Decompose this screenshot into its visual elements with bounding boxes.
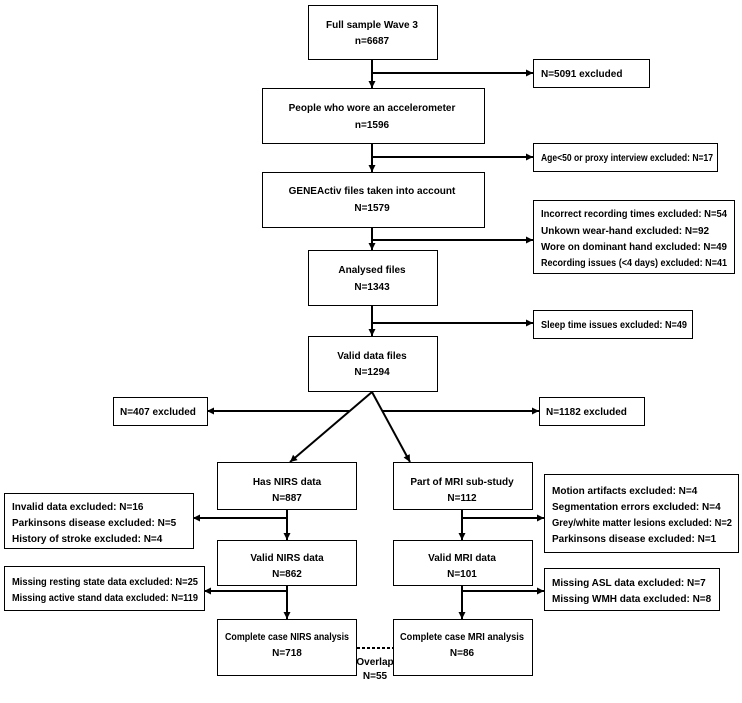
exclusion-files-line: Unkown wear-hand excluded: N=92 [541,226,710,237]
exclusion-mri-validity-line: Parkinsons disease excluded: N=1 [552,534,717,545]
exclusion-wave3-line: N=5091 excluded [541,69,622,80]
node-mri-substudy: Part of MRI sub-study N=112 [393,462,533,510]
node-complete-mri-count: N=86 [450,648,475,659]
node-analysed-files-count: N=1343 [354,282,390,293]
exclusion-files: Incorrect recording times excluded: N=54… [533,200,735,274]
exclusion-nirs-missing-line: Missing active stand data excluded: N=11… [12,593,198,604]
node-mri-substudy-count: N=112 [447,493,477,504]
node-complete-mri: Complete case MRI analysis N=86 [393,619,533,676]
exclusion-nirs-missing-line: Missing resting state data excluded: N=2… [12,577,198,588]
exclusion-split-left: N=407 excluded [113,397,208,426]
node-valid-mri-title: Valid MRI data [428,553,496,564]
exclusion-files-line: Incorrect recording times excluded: N=54 [541,209,727,220]
node-valid-data-files-title: Valid data files [337,351,407,362]
arrow-valid-to-mri [371,391,411,463]
exclusion-split-right-line: N=1182 excluded [546,407,627,418]
node-valid-data-files-count: N=1294 [354,367,390,378]
node-full-sample: Full sample Wave 3 n=6687 [308,5,438,60]
node-valid-data-files: Valid data files N=1294 [308,336,438,392]
exclusion-nirs-validity-line: Invalid data excluded: N=16 [12,502,144,513]
node-geneactiv-count: N=1579 [354,203,390,214]
node-mri-substudy-title: Part of MRI sub-study [410,477,514,488]
exclusion-mri-missing-line: Missing ASL data excluded: N=7 [552,578,706,589]
exclusion-mri-missing-line: Missing WMH data excluded: N=8 [552,594,712,605]
node-valid-nirs-title: Valid NIRS data [250,553,324,564]
exclusion-age-proxy: Age<50 or proxy interview excluded: N=17 [533,143,718,172]
node-geneactiv-title: GENEActiv files taken into account [289,186,456,197]
overlap-count: N=55 [363,671,388,682]
exclusion-nirs-validity: Invalid data excluded: N=16 Parkinsons d… [4,493,194,549]
node-analysed-files: Analysed files N=1343 [308,250,438,306]
exclusion-sleep: Sleep time issues excluded: N=49 [533,310,693,339]
node-has-nirs-count: N=887 [272,493,302,504]
node-analysed-files-title: Analysed files [338,265,406,276]
node-complete-nirs-count: N=718 [272,648,302,659]
node-valid-mri-count: N=101 [447,569,477,580]
node-complete-nirs: Complete case NIRS analysis N=718 [217,619,357,676]
node-has-nirs-title: Has NIRS data [253,477,322,488]
exclusion-mri-validity-line: Segmentation errors excluded: N=4 [552,502,721,513]
exclusion-mri-validity: Motion artifacts excluded: N=4 Segmentat… [544,474,739,553]
exclusion-nirs-missing: Missing resting state data excluded: N=2… [4,566,205,611]
exclusion-wave3: N=5091 excluded [533,59,650,88]
exclusion-nirs-validity-line: History of stroke excluded: N=4 [12,534,163,545]
node-valid-nirs-count: N=862 [272,569,302,580]
node-accelerometer: People who wore an accelerometer n=1596 [262,88,485,144]
exclusion-split-left-line: N=407 excluded [120,407,196,418]
exclusion-mri-missing: Missing ASL data excluded: N=7 Missing W… [544,568,720,611]
exclusion-nirs-validity-line: Parkinsons disease excluded: N=5 [12,518,177,529]
node-full-sample-title: Full sample Wave 3 [326,20,418,31]
node-valid-mri: Valid MRI data N=101 [393,540,533,586]
node-geneactiv: GENEActiv files taken into account N=157… [262,172,485,228]
node-accelerometer-count: n=1596 [355,120,390,131]
exclusion-mri-validity-line: Motion artifacts excluded: N=4 [552,486,698,497]
arrow-valid-to-nirs [289,391,373,463]
exclusion-split-right: N=1182 excluded [539,397,645,426]
exclusion-files-line: Recording issues (<4 days) excluded: N=4… [541,258,727,269]
node-full-sample-count: n=6687 [355,36,390,47]
exclusion-sleep-line: Sleep time issues excluded: N=49 [541,320,687,331]
node-has-nirs: Has NIRS data N=887 [217,462,357,510]
exclusion-age-proxy-line: Age<50 or proxy interview excluded: N=17 [541,153,713,164]
overlap-label: Overlap [356,657,393,668]
node-valid-nirs: Valid NIRS data N=862 [217,540,357,586]
exclusion-mri-validity-line: Grey/white matter lesions excluded: N=2 [552,518,732,529]
node-complete-nirs-title: Complete case NIRS analysis [225,632,349,643]
exclusion-files-line: Wore on dominant hand excluded: N=49 [541,242,727,253]
node-complete-mri-title: Complete case MRI analysis [400,632,524,643]
node-accelerometer-title: People who wore an accelerometer [289,103,456,114]
